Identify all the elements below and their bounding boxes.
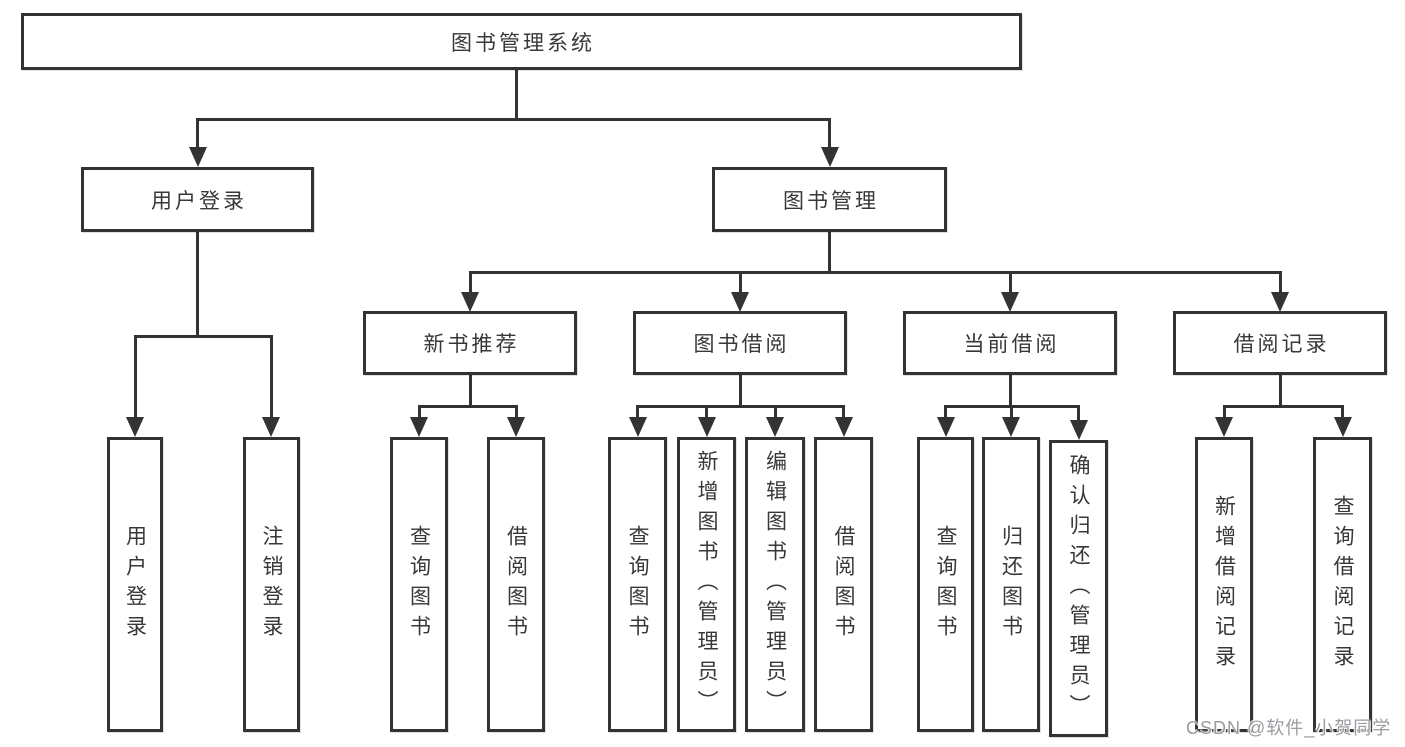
node-current-borrowing: 当前借阅 — [903, 311, 1117, 375]
node-book-borrowing-label: 图书借阅 — [693, 333, 790, 356]
leaf-cb-return-books-label: 归还图书 — [999, 524, 1023, 645]
down-arrow-icon — [766, 417, 784, 437]
down-arrow-icon — [937, 417, 955, 437]
down-arrow-icon — [1334, 417, 1352, 437]
leaf-nb-borrow-books-label: 借阅图书 — [504, 524, 528, 645]
leaf-br-query-record: 查询借阅记录 — [1313, 437, 1372, 732]
connector-line — [1279, 271, 1282, 295]
down-arrow-icon — [1215, 417, 1233, 437]
leaf-cb-return-books: 归还图书 — [982, 437, 1040, 732]
leaf-cb-confirm-return-admin: 确认归还（管理员） — [1049, 440, 1108, 737]
leaf-bb-edit-books-admin-label: 编辑图书（管理员） — [763, 449, 787, 720]
leaf-user-login: 用户登录 — [107, 437, 163, 732]
connector-line — [842, 405, 845, 419]
connector-line — [1077, 405, 1080, 421]
connector-line — [515, 405, 518, 419]
node-book-management-label: 图书管理 — [783, 189, 879, 213]
watermark: CSDN @软件_小贺同学 — [1186, 718, 1392, 738]
leaf-br-query-record-label: 查询借阅记录 — [1331, 494, 1354, 675]
connector-line — [739, 375, 742, 408]
node-borrowing-records-label: 借阅记录 — [1233, 333, 1330, 356]
connector-line — [469, 375, 472, 408]
connector-line — [828, 232, 831, 274]
node-new-book-recommend: 新书推荐 — [363, 311, 577, 375]
down-arrow-icon — [1002, 417, 1020, 437]
leaf-logout-label: 注销登录 — [260, 524, 283, 645]
connector-line — [739, 271, 742, 295]
connector-line — [196, 118, 831, 121]
connector-line — [705, 405, 708, 419]
node-library-system: 图书管理系统 — [21, 13, 1022, 70]
down-arrow-icon — [1271, 292, 1289, 312]
leaf-cb-query-books-label: 查询图书 — [934, 524, 957, 645]
down-arrow-icon — [821, 147, 839, 167]
node-user-login: 用户登录 — [81, 167, 314, 232]
connector-line — [196, 232, 199, 338]
down-arrow-icon — [126, 417, 144, 437]
leaf-nb-query-books: 查询图书 — [390, 437, 448, 732]
node-current-borrowing-label: 当前借阅 — [963, 333, 1060, 356]
leaf-bb-add-books-admin: 新增图书（管理员） — [677, 437, 736, 732]
leaf-nb-query-books-label: 查询图书 — [407, 524, 431, 645]
leaf-br-add-record-label: 新增借阅记录 — [1212, 494, 1236, 675]
connector-line — [1279, 375, 1282, 408]
down-arrow-icon — [1070, 420, 1088, 440]
node-new-book-recommend-label: 新书推荐 — [423, 333, 520, 356]
down-arrow-icon — [835, 417, 853, 437]
connector-line — [469, 271, 472, 295]
down-arrow-icon — [189, 147, 207, 167]
connector-line — [636, 405, 845, 408]
leaf-cb-confirm-return-admin-label: 确认归还（管理员） — [1067, 453, 1090, 724]
down-arrow-icon — [262, 417, 280, 437]
leaf-cb-query-books: 查询图书 — [917, 437, 974, 732]
node-book-management: 图书管理 — [712, 167, 947, 232]
down-arrow-icon — [1001, 292, 1019, 312]
leaf-br-add-record: 新增借阅记录 — [1195, 437, 1253, 732]
connector-line — [418, 405, 421, 419]
leaf-bb-borrow-books-label: 借阅图书 — [832, 524, 855, 645]
leaf-logout: 注销登录 — [243, 437, 300, 732]
down-arrow-icon — [731, 292, 749, 312]
connector-line — [270, 335, 273, 419]
leaf-bb-query-books-label: 查询图书 — [626, 524, 649, 645]
connector-line — [944, 405, 947, 419]
node-library-system-label: 图书管理系统 — [451, 31, 595, 55]
connector-line — [636, 405, 639, 419]
down-arrow-icon — [461, 292, 479, 312]
leaf-user-login-label: 用户登录 — [123, 524, 147, 645]
leaf-bb-edit-books-admin: 编辑图书（管理员） — [745, 437, 805, 732]
connector-line — [1223, 405, 1226, 419]
connector-line — [1010, 405, 1013, 419]
down-arrow-icon — [507, 417, 525, 437]
down-arrow-icon — [629, 417, 647, 437]
connector-line — [1223, 405, 1344, 408]
connector-line — [196, 118, 199, 150]
node-user-login-label: 用户登录 — [151, 189, 247, 213]
leaf-nb-borrow-books: 借阅图书 — [487, 437, 545, 732]
connector-line — [134, 335, 273, 338]
node-book-borrowing: 图书借阅 — [633, 311, 847, 375]
node-borrowing-records: 借阅记录 — [1173, 311, 1387, 375]
connector-line — [1009, 271, 1012, 295]
leaf-bb-borrow-books: 借阅图书 — [814, 437, 873, 732]
connector-line — [134, 335, 137, 419]
connector-line — [1009, 375, 1012, 408]
down-arrow-icon — [698, 417, 716, 437]
connector-line — [515, 70, 518, 121]
leaf-bb-add-books-admin-label: 新增图书（管理员） — [695, 449, 718, 720]
down-arrow-icon — [410, 417, 428, 437]
connector-line — [774, 405, 777, 419]
leaf-bb-query-books: 查询图书 — [608, 437, 667, 732]
connector-line — [1341, 405, 1344, 419]
connector-line — [418, 405, 518, 408]
connector-line — [469, 271, 1281, 274]
connector-line — [828, 118, 831, 150]
